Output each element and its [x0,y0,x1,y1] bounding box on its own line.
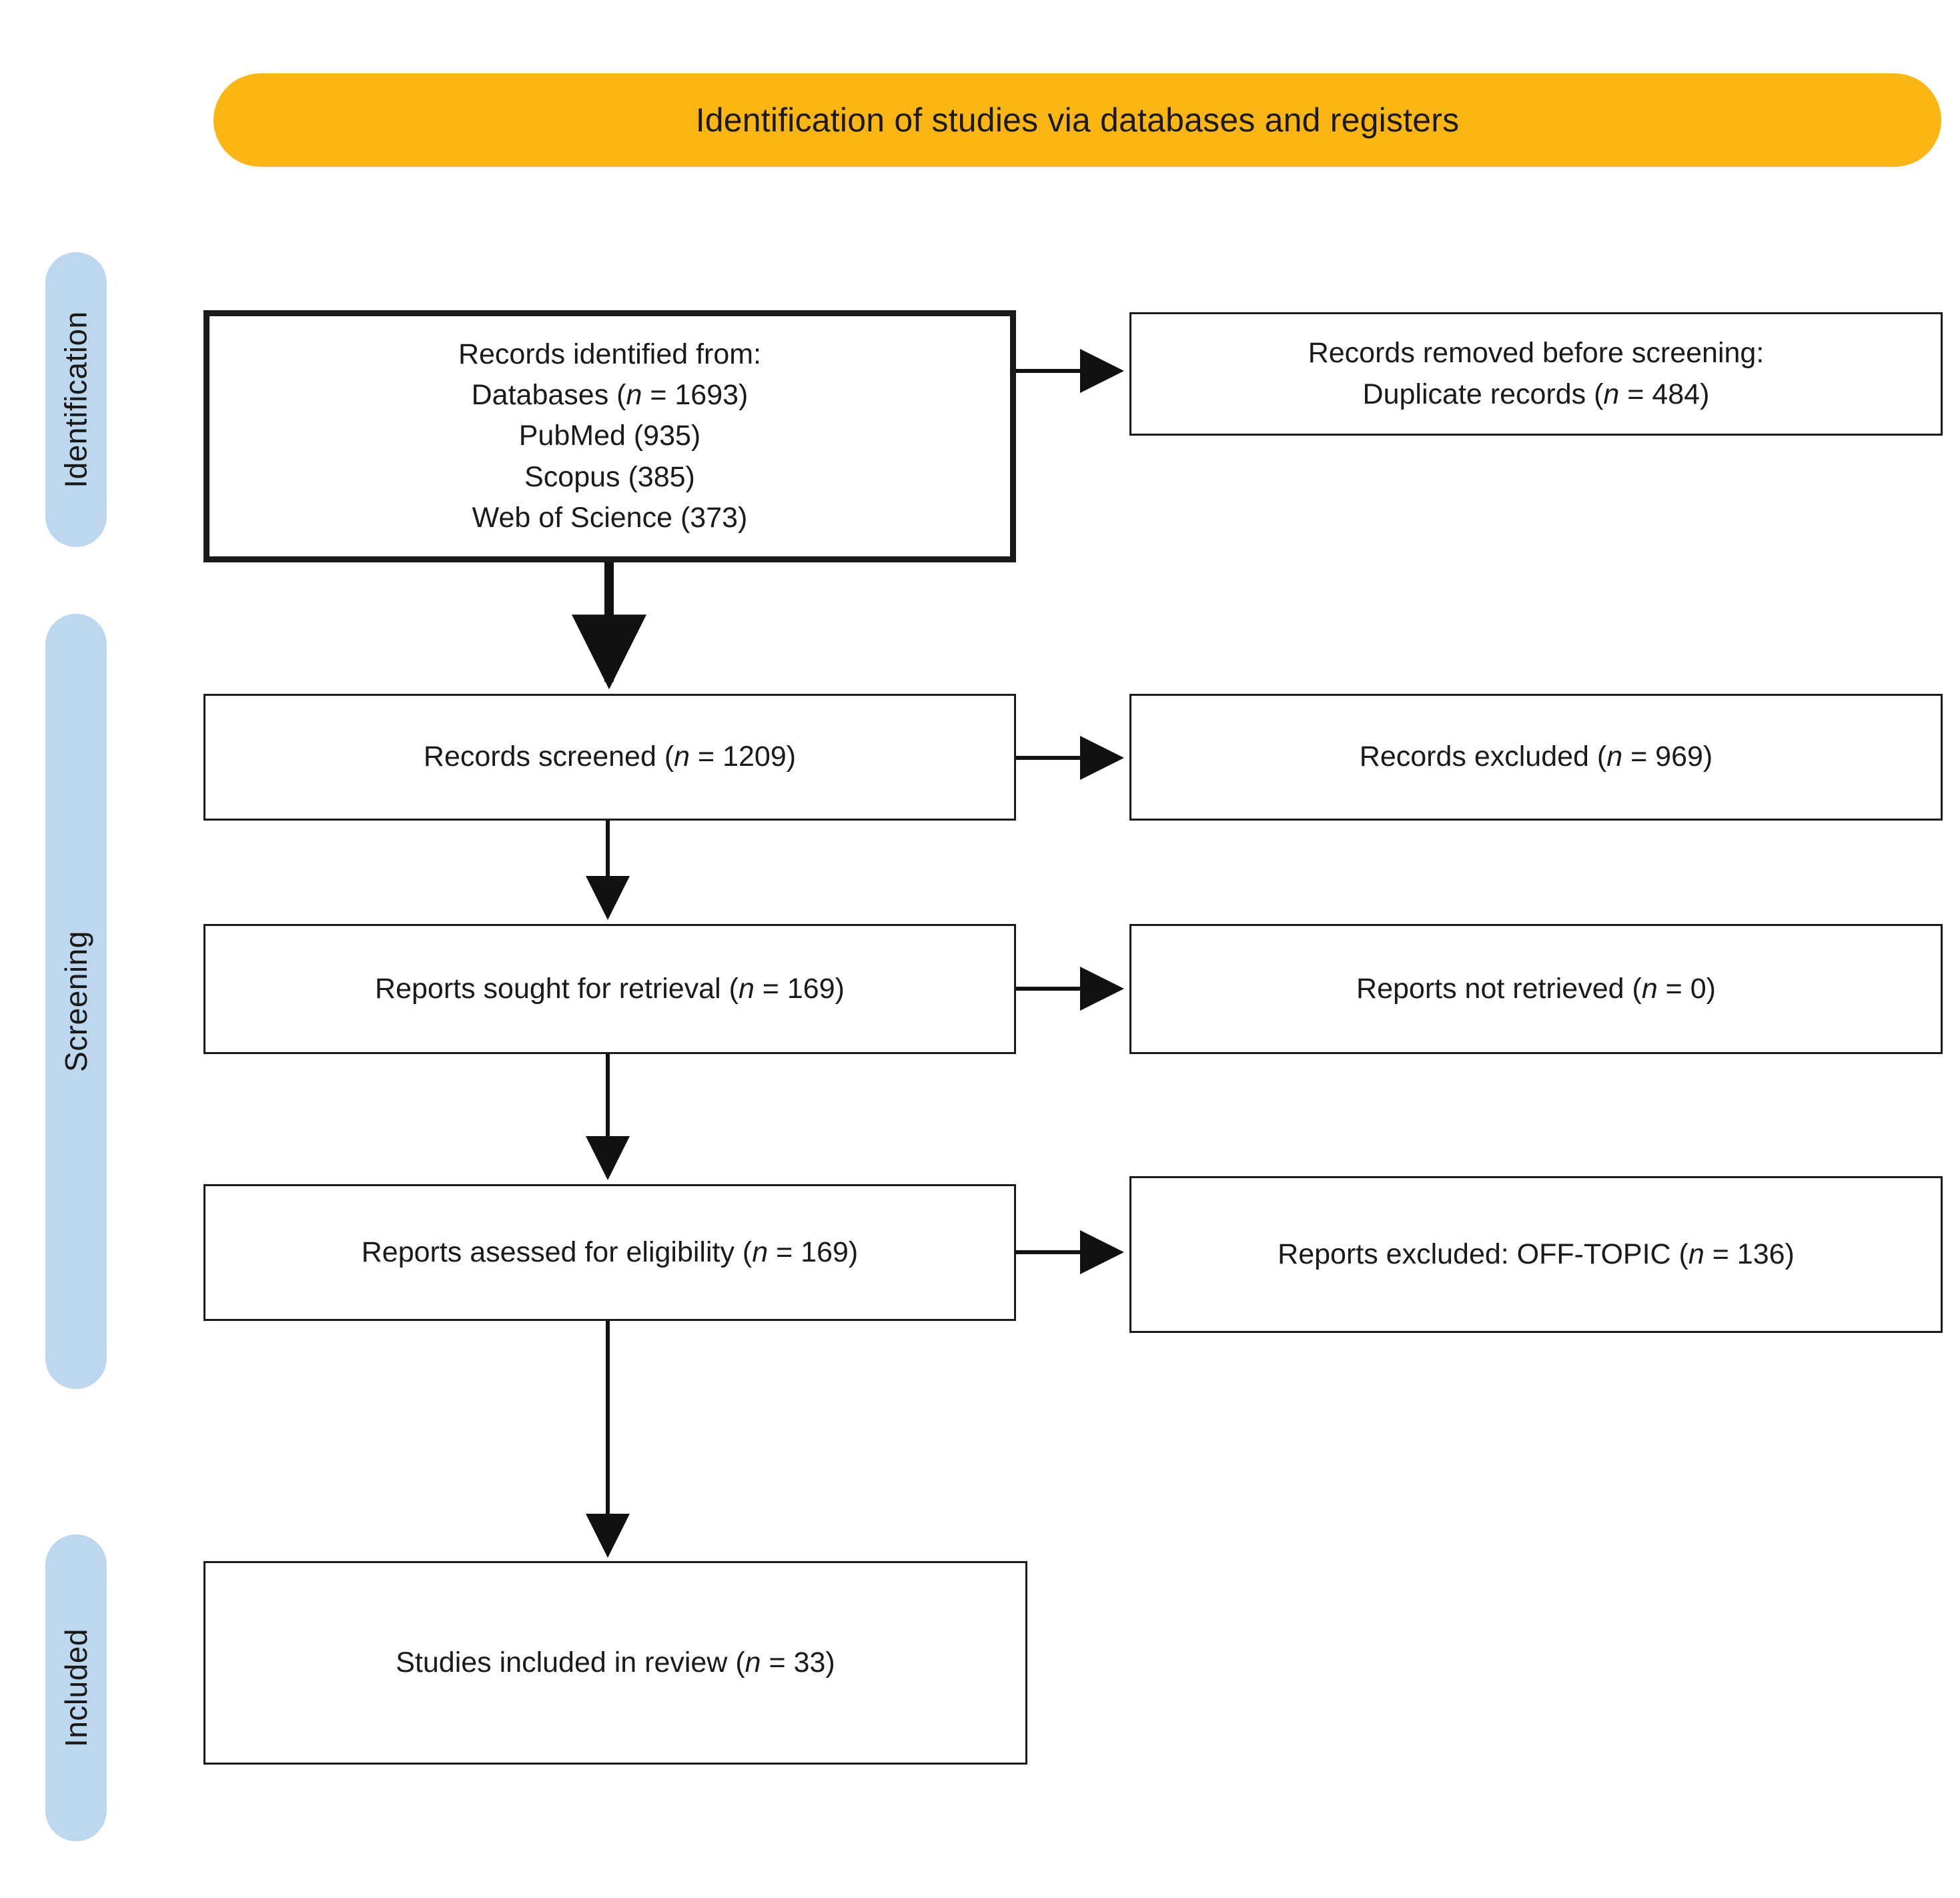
box-studies-included-text: Studies included in review (n = 33) [378,1642,853,1683]
box-reports-assessed-text: Reports asessed for eligibility (n = 169… [344,1232,876,1273]
line-records-excluded: Records excluded (n = 969) [1359,741,1713,773]
box-reports-sought: Reports sought for retrieval (n = 169) [203,924,1016,1054]
line-records-screened: Records screened (n = 1209) [423,741,797,773]
header-banner: Identification of studies via databases … [213,73,1941,167]
box-reports-excluded-offtopic: Reports excluded: OFF-TOPIC (n = 136) [1129,1176,1943,1333]
box-reports-not-retrieved-text: Reports not retrieved (n = 0) [1339,969,1733,1009]
box-reports-not-retrieved: Reports not retrieved (n = 0) [1129,924,1943,1054]
box-records-excluded-text: Records excluded (n = 969) [1342,737,1730,777]
box-studies-included: Studies included in review (n = 33) [203,1561,1027,1765]
box-records-removed: Records removed before screening: Duplic… [1129,312,1943,436]
line-identified-from: Records identified from: [458,338,762,371]
line-removed-header: Records removed before screening: [1308,337,1765,370]
line-duplicate-records: Duplicate records (n = 484) [1362,378,1710,410]
box-records-screened: Records screened (n = 1209) [203,694,1016,821]
box-records-screened-text: Records screened (n = 1209) [406,737,813,777]
box-records-excluded: Records excluded (n = 969) [1129,694,1943,821]
box-records-identified-text: Records identified from: Databases (n = … [441,334,779,538]
box-records-identified: Records identified from: Databases (n = … [203,310,1016,562]
stage-pill-included: Included [45,1534,107,1841]
stage-pill-identification: Identification [45,252,107,547]
stage-pill-screening: Screening [45,614,107,1389]
line-web-of-science: Web of Science (373) [472,501,748,534]
line-scopus: Scopus (385) [524,460,695,493]
page-title: Identification of studies via databases … [695,101,1460,139]
line-reports-sought: Reports sought for retrieval (n = 169) [375,972,845,1005]
box-reports-excluded-offtopic-text: Reports excluded: OFF-TOPIC (n = 136) [1260,1234,1812,1275]
box-reports-assessed-eligibility: Reports asessed for eligibility (n = 169… [203,1184,1016,1321]
line-reports-not-retrieved: Reports not retrieved (n = 0) [1356,972,1716,1005]
box-records-removed-text: Records removed before screening: Duplic… [1291,333,1782,414]
line-pubmed: PubMed (935) [518,420,701,452]
line-databases: Databases (n = 1693) [471,379,749,412]
box-reports-sought-text: Reports sought for retrieval (n = 169) [358,969,862,1009]
line-reports-assessed: Reports asessed for eligibility (n = 169… [361,1236,859,1268]
line-reports-excluded-offtopic: Reports excluded: OFF-TOPIC (n = 136) [1278,1238,1795,1270]
line-studies-included: Studies included in review (n = 33) [396,1646,835,1679]
